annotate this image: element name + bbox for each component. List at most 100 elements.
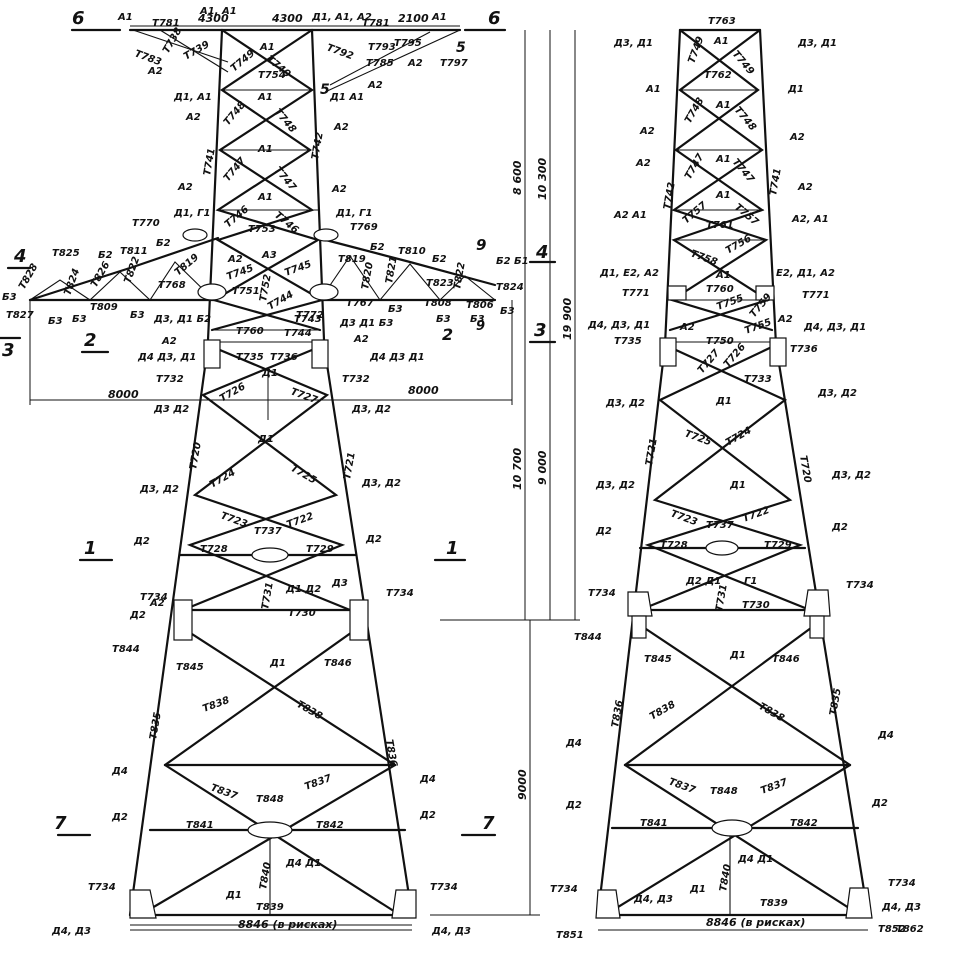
svg-text:А2, А1: А2, А1	[791, 214, 829, 225]
front-member-labels: А1 Т781 А1, А1 Д1, А1, А2 Т781 А1 Т738 Т…	[2, 6, 529, 937]
svg-text:Т729: Т729	[306, 544, 334, 555]
svg-text:Т745: Т745	[283, 259, 313, 279]
svg-text:Т846: Т846	[772, 654, 800, 665]
svg-text:Т722: Т722	[285, 511, 315, 531]
svg-text:Т772: Т772	[296, 310, 324, 321]
svg-text:Т808: Т808	[424, 298, 452, 309]
dim-arm-left: 8000	[108, 388, 139, 401]
svg-text:Т822: Т822	[452, 261, 468, 290]
svg-text:Т810: Т810	[398, 246, 426, 257]
svg-text:Т730: Т730	[288, 608, 316, 619]
svg-text:Д4, Д3: Д4, Д3	[881, 902, 921, 913]
svg-text:Д2: Д2	[565, 800, 582, 811]
svg-text:Т781: Т781	[152, 18, 180, 29]
svg-text:Т846: Т846	[324, 658, 352, 669]
svg-text:Т837: Т837	[209, 782, 239, 802]
svg-text:Д3, Д2: Д3, Д2	[361, 478, 401, 489]
svg-text:А2: А2	[177, 182, 193, 193]
svg-text:Т770: Т770	[132, 218, 160, 229]
svg-text:Т731: Т731	[714, 583, 730, 612]
svg-text:Т725: Т725	[683, 428, 713, 448]
svg-text:Т754: Т754	[258, 70, 286, 81]
section-2: 2	[84, 330, 97, 351]
svg-text:Т842: Т842	[316, 820, 344, 831]
section-6-left: 6	[72, 8, 85, 29]
svg-text:А1: А1	[257, 192, 273, 203]
svg-text:Т722: Т722	[741, 505, 771, 525]
svg-text:Б2: Б2	[432, 254, 447, 265]
svg-text:А2: А2	[353, 334, 369, 345]
dim-arm-right: 8000	[408, 384, 439, 397]
svg-text:Т749: Т749	[686, 35, 706, 65]
svg-text:Т746: Т746	[223, 204, 251, 230]
dim-9000a: 9 000	[536, 450, 549, 485]
svg-text:А1: А1	[715, 270, 731, 281]
section-3-left: 3	[2, 340, 15, 361]
svg-text:Т735: Т735	[614, 336, 642, 347]
svg-text:Т769: Т769	[350, 222, 378, 233]
svg-text:Д2 Д1: Д2 Д1	[685, 576, 721, 587]
svg-text:Т748: Т748	[732, 105, 758, 133]
svg-text:Т768: Т768	[158, 280, 186, 291]
svg-text:Д4: Д4	[111, 766, 128, 777]
svg-text:Д4, Д3: Д4, Д3	[633, 894, 673, 905]
svg-text:Б3: Б3	[388, 304, 403, 315]
svg-text:А2: А2	[185, 112, 201, 123]
svg-text:Д1: Д1	[787, 84, 804, 95]
svg-text:Т734: Т734	[550, 884, 578, 895]
svg-text:Т725: Т725	[289, 463, 319, 486]
svg-text:Т742: Т742	[662, 181, 678, 210]
svg-text:Т758: Т758	[689, 248, 719, 268]
svg-text:Б3: Б3	[436, 314, 451, 325]
section-9-bottom: 9	[476, 319, 485, 334]
svg-text:А1: А1	[715, 100, 731, 111]
svg-text:Д4 Д1: Д4 Д1	[737, 854, 773, 865]
svg-text:Б2: Б2	[98, 250, 113, 261]
svg-text:Т733: Т733	[744, 374, 772, 385]
svg-text:Д4: Д4	[419, 774, 436, 785]
svg-text:Т748: Т748	[222, 100, 248, 128]
svg-text:Т821: Т821	[384, 255, 400, 284]
svg-text:Т741: Т741	[768, 167, 784, 196]
svg-text:Т811: Т811	[120, 246, 148, 257]
svg-text:Т836: Т836	[383, 739, 399, 768]
svg-text:Д2: Д2	[831, 522, 848, 533]
svg-text:А2: А2	[149, 598, 165, 609]
svg-text:Т806: Т806	[466, 300, 494, 311]
svg-text:Д1 Д2: Д1 Д2	[285, 584, 321, 595]
svg-text:Т848: Т848	[710, 786, 738, 797]
svg-text:Д1, Г1: Д1, Г1	[173, 208, 210, 219]
svg-text:Т848: Т848	[256, 794, 284, 805]
svg-text:Т838: Т838	[201, 695, 231, 715]
svg-text:Т793: Т793	[368, 42, 396, 53]
svg-text:Д3: Д3	[331, 578, 348, 589]
dim-10700: 10 700	[511, 448, 524, 490]
svg-text:Д1: Д1	[729, 480, 746, 491]
svg-text:Т744: Т744	[284, 328, 312, 339]
svg-text:Т823: Т823	[426, 278, 454, 289]
svg-text:Т845: Т845	[644, 654, 672, 665]
svg-text:Т747: Т747	[222, 156, 248, 184]
lower-left-leg	[128, 343, 210, 917]
dim-2100: 2100	[398, 12, 429, 25]
svg-text:Т844: Т844	[112, 644, 140, 655]
svg-text:А1: А1	[257, 92, 273, 103]
svg-text:Т742: Т742	[310, 131, 326, 160]
svg-text:Т762: Т762	[704, 70, 732, 81]
svg-text:А1: А1	[645, 84, 661, 95]
svg-text:Д1: Д1	[269, 658, 286, 669]
svg-text:А2: А2	[407, 58, 423, 69]
svg-text:А2: А2	[635, 158, 651, 169]
svg-text:Т728: Т728	[200, 544, 228, 555]
section-6-right: 6	[488, 8, 501, 29]
dim-base-right: 8846 (в рисках)	[706, 916, 805, 929]
section-5b: 5	[320, 82, 330, 98]
svg-text:А2 А1: А2 А1	[613, 210, 647, 221]
svg-text:Т840: Т840	[718, 863, 734, 892]
section-5: 5	[456, 40, 466, 56]
svg-text:Д4 Д1: Д4 Д1	[285, 858, 321, 869]
svg-text:Т781: Т781	[362, 18, 390, 29]
svg-text:А2: А2	[333, 122, 349, 133]
svg-text:А1: А1	[259, 42, 275, 53]
svg-text:Т824: Т824	[496, 282, 524, 293]
